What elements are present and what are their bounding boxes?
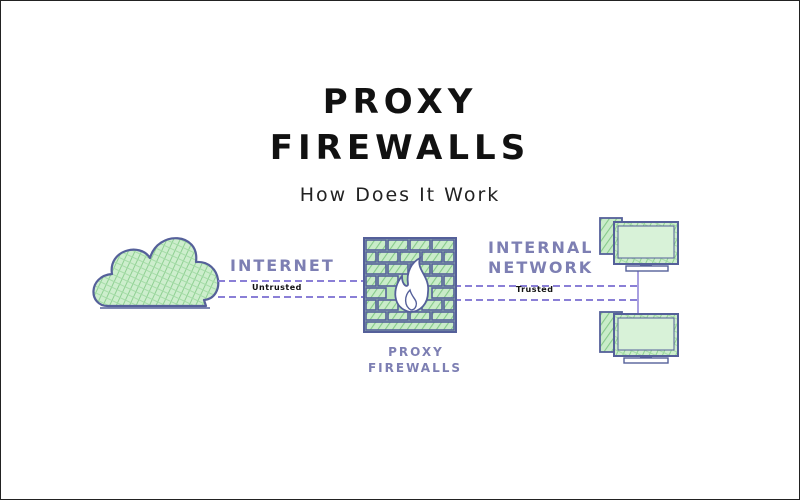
computer-icon (599, 311, 679, 364)
untrusted-label: Untrusted (252, 283, 302, 292)
cloud-icon (92, 237, 220, 309)
internet-label: INTERNET (230, 256, 335, 275)
trusted-connection (454, 285, 638, 301)
computer-icon (599, 217, 679, 272)
internal-network-label-line-1: INTERNAL (488, 238, 594, 257)
proxy-firewall-label-line-2: FIREWALLS (367, 361, 463, 375)
untrusted-connection (218, 280, 364, 298)
title-line-2: FIREWALLS (269, 128, 531, 168)
internal-network-label-line-2: NETWORK (488, 258, 594, 277)
subtitle: How Does It Work (299, 184, 501, 206)
flame-icon (394, 256, 429, 313)
title-line-1: PROXY (322, 82, 478, 122)
trusted-label: Trusted (516, 285, 554, 294)
firewall-icon (363, 237, 457, 333)
proxy-firewall-label-line-1: PROXY (388, 345, 444, 359)
